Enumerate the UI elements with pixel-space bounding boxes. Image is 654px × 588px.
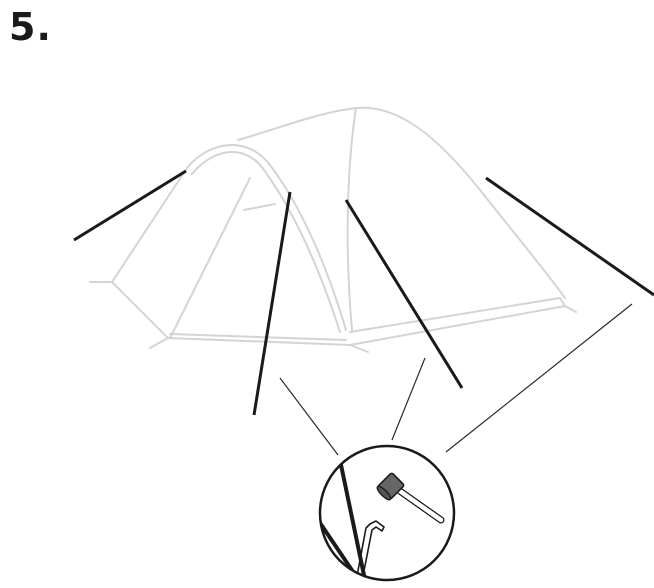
guy-line-front-right [346,200,462,388]
detail-callout [318,446,454,585]
guy-line-left [74,171,186,240]
guy-line-front-left [254,192,290,415]
guy-line-right [486,178,654,295]
tent-icon [90,108,576,352]
